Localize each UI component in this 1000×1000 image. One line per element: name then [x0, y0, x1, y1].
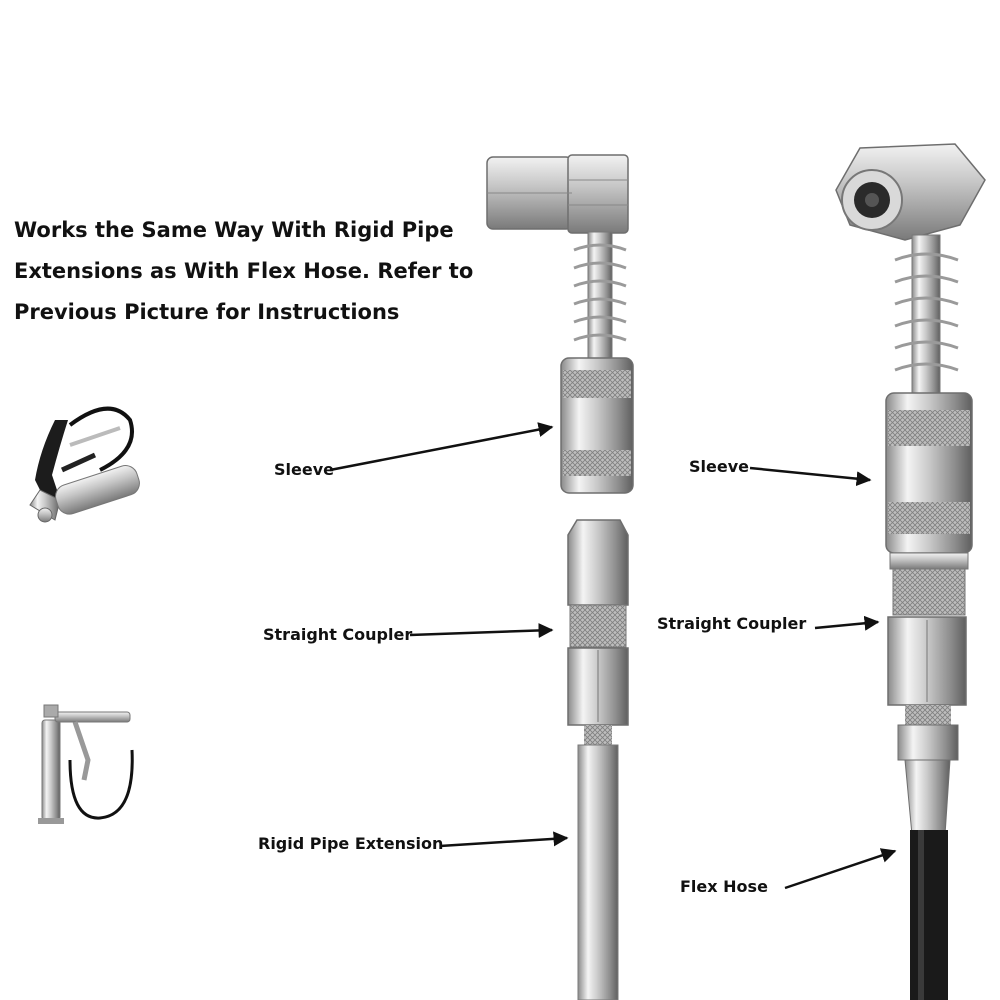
instructions-line-3: Previous Picture for Instructions: [14, 300, 400, 324]
flex-hose: [910, 830, 948, 1000]
label-rigid-straight-coupler: Straight Coupler: [263, 625, 413, 644]
label-flex-sleeve: Sleeve: [689, 457, 749, 476]
arrow-flex-coupler: [814, 615, 880, 631]
rigid-pipe-assembly: [486, 154, 634, 1000]
callout-arrows: [329, 422, 897, 890]
rigid-sleeve: [560, 357, 634, 494]
rigid-straight-coupler: [567, 519, 629, 726]
instructions-line-1: Works the Same Way With Rigid Pipe: [14, 218, 454, 242]
rigid-spring: [573, 231, 627, 363]
pistol-grease-gun-thumbnail: [38, 704, 134, 824]
rigid-coupler-head: [486, 154, 629, 234]
flex-straight-coupler: [887, 568, 967, 836]
instructions-line-2: Extensions as With Flex Hose. Refer to: [14, 259, 474, 283]
flex-coupler-head: [835, 143, 986, 241]
grease-gun-kit-thumbnail: [29, 406, 140, 523]
label-rigid-pipe-extension: Rigid Pipe Extension: [258, 834, 444, 853]
flex-spring: [894, 234, 959, 396]
arrow-rigid-coupler: [409, 622, 554, 638]
arrow-rigid-pipe: [439, 831, 569, 848]
flex-sleeve: [885, 392, 973, 570]
arrow-rigid-sleeve: [329, 422, 554, 472]
label-flex-straight-coupler: Straight Coupler: [657, 614, 807, 633]
flex-hose-assembly: [835, 143, 986, 1000]
label-rigid-sleeve: Sleeve: [274, 460, 334, 479]
arrow-flex-sleeve: [749, 466, 872, 487]
arrow-flex-hose: [784, 848, 897, 890]
label-flex-hose: Flex Hose: [680, 877, 768, 896]
instructions-text: Works the Same Way With Rigid Pipe Exten…: [14, 210, 484, 333]
rigid-pipe: [577, 725, 619, 1000]
